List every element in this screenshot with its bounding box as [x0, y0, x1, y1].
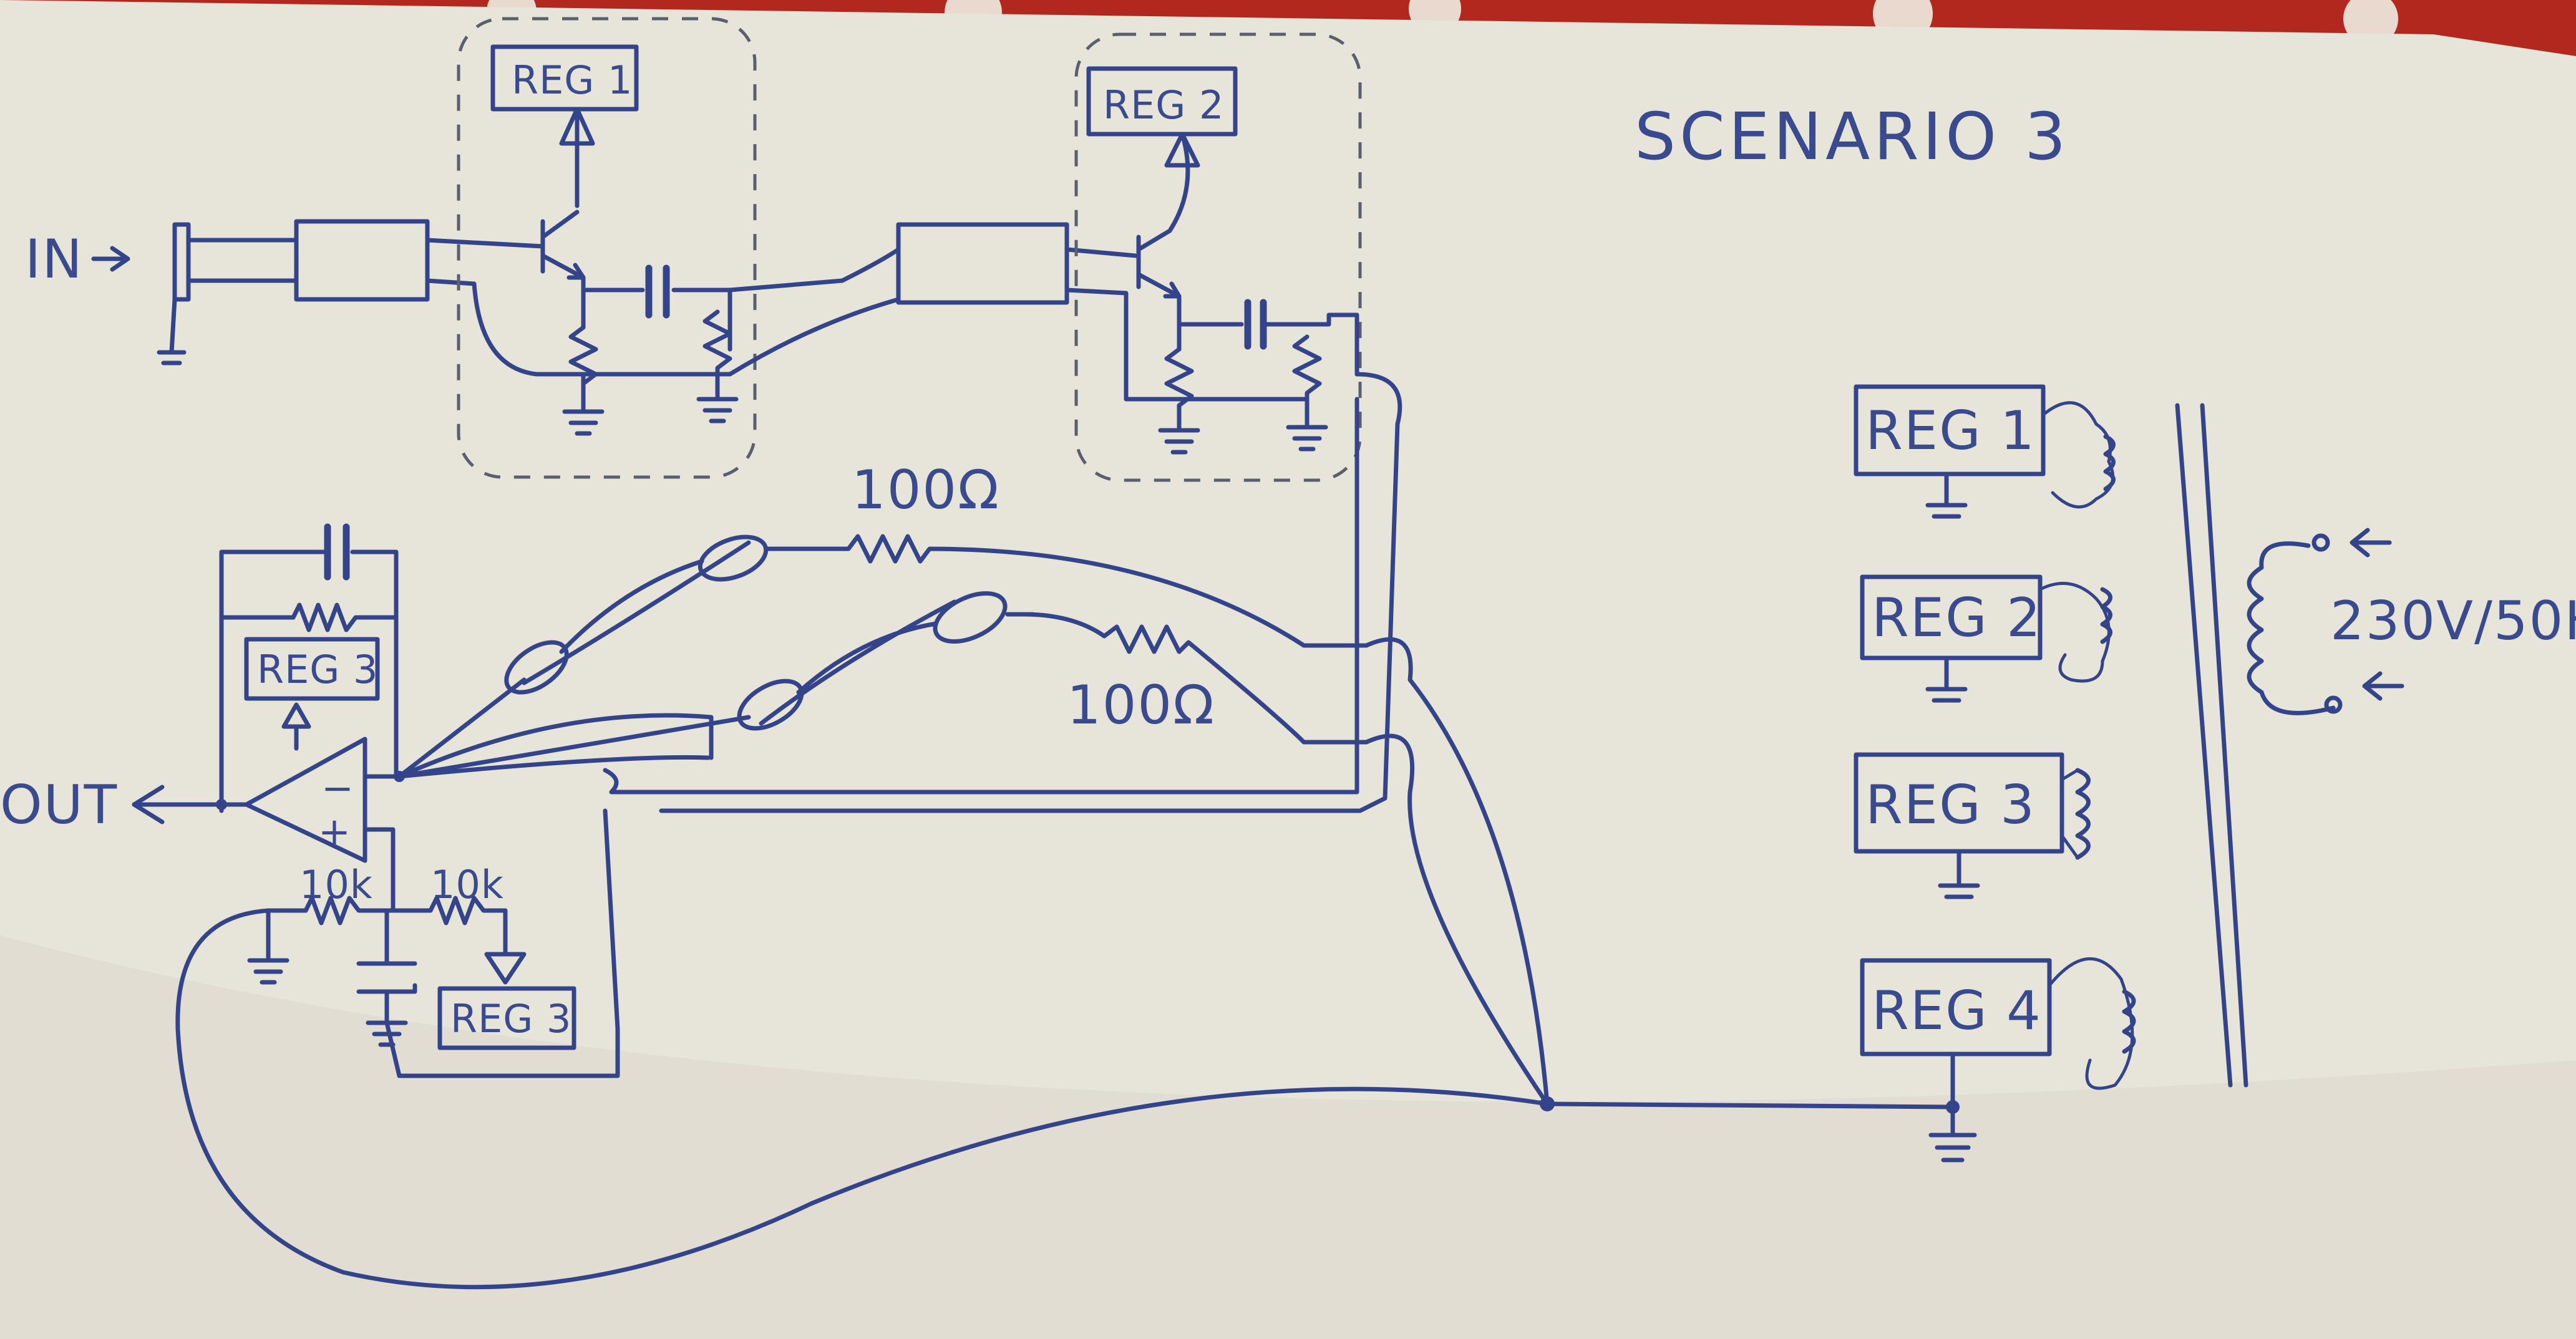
- stage1-boundary: [457, 17, 757, 479]
- reg2-box-top: [1086, 66, 1238, 137]
- input-arrow: [91, 246, 130, 272]
- transistor1: [540, 210, 586, 280]
- stage2-ground-return: [603, 397, 1359, 795]
- opamp-triangle: [244, 737, 367, 863]
- resistor-100-top-label: 100Ω: [852, 459, 1000, 521]
- transformer-primary-coil: [2247, 541, 2336, 715]
- reg3-bias-arrow: [484, 952, 527, 985]
- stage2-resistor-a: [1164, 347, 1194, 408]
- interstage-cable-block: [896, 222, 1069, 305]
- rca-plug-upper-right: [697, 534, 801, 582]
- stage1-ground-2: [696, 372, 739, 423]
- transformer-core: [2175, 403, 2248, 1088]
- input-label: IN: [25, 228, 84, 291]
- reg1-label-top: REG 1: [512, 57, 633, 103]
- paper-shading: [0, 935, 2576, 1339]
- stage2-boundary: [1074, 32, 1362, 482]
- output-label: OUT: [0, 774, 118, 836]
- stage2-resistor-b: [1292, 334, 1322, 402]
- resistor-10k-a: [266, 896, 433, 926]
- rca-fanout-to-opamp: [397, 677, 751, 779]
- reg4-label: REG 4: [1872, 980, 2042, 1042]
- input-jack: [172, 222, 191, 302]
- regulator-reg4: REG 4: [1860, 957, 2136, 1163]
- rca-plug-lower-left: [737, 679, 804, 731]
- star-ground-bus: [1545, 1101, 1955, 1109]
- input-ground-wire: [157, 297, 187, 365]
- stage1-resistor-b: [702, 309, 732, 377]
- opamp-output-node: [216, 799, 227, 810]
- primary-arrow-bottom: [2362, 671, 2404, 701]
- stage2-ground-1: [1158, 403, 1200, 455]
- output-arrow: [132, 785, 165, 824]
- reg3-label-opamp: REG 3: [257, 647, 378, 692]
- stage2-capacitor: [1244, 299, 1267, 350]
- interstage-cable: [727, 247, 901, 377]
- stage2-wiring: [1177, 294, 1359, 377]
- rca-cable-upper: [522, 540, 751, 685]
- reg2-label-top: REG 2: [1103, 82, 1224, 128]
- loop-crossing-lower: [1364, 733, 1550, 1106]
- bias-return-wire: [384, 808, 620, 1078]
- reg1-box-top: [490, 44, 639, 112]
- reg1-label: REG 1: [1865, 400, 2036, 462]
- resistor-100-top: [796, 534, 1369, 648]
- resistor-100-bottom-label: 100Ω: [1067, 674, 1215, 737]
- regulator-reg2: REG 2: [1860, 574, 2112, 703]
- opamp-ground: [247, 908, 289, 985]
- mains-label: 230V/50H: [2330, 590, 2576, 652]
- regulator-reg1: REG 1: [1854, 384, 2116, 519]
- reg2-supply-arrow: [1164, 132, 1200, 233]
- opamp-plus: +: [318, 809, 351, 854]
- scenario-title: SCENARIO 3: [1635, 99, 2069, 175]
- regulator-reg3: REG 3: [1854, 752, 2091, 899]
- input-cable-block: [294, 219, 430, 302]
- opamp-feedback-loop: [219, 549, 399, 813]
- stage1-ground-1: [562, 372, 605, 436]
- stage2-ground-2: [1286, 397, 1328, 452]
- resistor-10k-b-label: 10k: [430, 862, 504, 907]
- reg3-label-bias: REG 3: [450, 996, 571, 1042]
- interstage-cable-out: [1064, 247, 1310, 402]
- rca-plug-lower-right: [933, 591, 1035, 644]
- resistor-100-bottom: [1021, 612, 1369, 745]
- reg3-box-bias: [437, 986, 576, 1050]
- opamp-feedback-capacitor: [324, 523, 350, 581]
- primary-terminal-top: [2311, 533, 2330, 552]
- bias-capacitor: [356, 908, 417, 1025]
- reg3-label: REG 3: [1865, 774, 2036, 836]
- reg3-box-opamp: [244, 637, 380, 701]
- primary-arrow-top: [2350, 528, 2392, 558]
- stage1-capacitor: [645, 264, 670, 319]
- opamp-feedback-resistor: [219, 602, 399, 632]
- opamp-minus: −: [321, 765, 354, 811]
- transistor2: [1136, 228, 1182, 299]
- rca-cable-lower: [759, 599, 957, 726]
- loop-crossing-upper: [1364, 637, 1550, 1106]
- stage2-output-wire: [659, 372, 1402, 813]
- input-cable-out: [425, 238, 732, 377]
- primary-terminal-bottom: [2324, 695, 2343, 714]
- resistor-10k-b: [428, 896, 508, 957]
- ground-loop-wire: [175, 908, 1550, 1290]
- reg2-label: REG 2: [1872, 587, 2042, 649]
- reg3-opamp-arrow: [281, 702, 311, 751]
- reg1-supply-arrow: [559, 107, 595, 208]
- input-cable: [186, 238, 299, 283]
- opamp-input-node: [394, 771, 405, 782]
